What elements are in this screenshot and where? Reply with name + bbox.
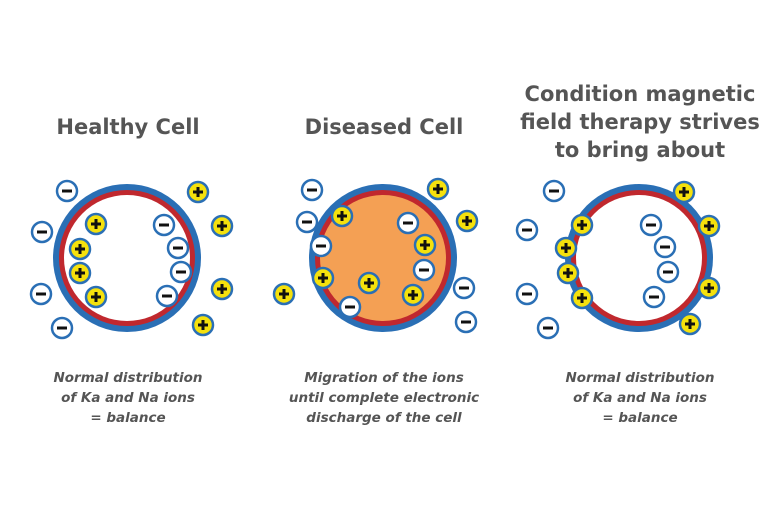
- negative-ion-icon: [169, 260, 193, 284]
- positive-ion-icon: [84, 212, 108, 236]
- negative-ion-icon: [412, 258, 436, 282]
- negative-ion-icon: [29, 282, 53, 306]
- positive-ion-icon: [68, 261, 92, 285]
- positive-ion-icon: [311, 266, 335, 290]
- caption-line: Normal distribution: [565, 370, 715, 386]
- positive-ion-icon: [210, 214, 234, 238]
- title-line: Condition magnetic: [524, 82, 756, 106]
- negative-ion-icon: [656, 260, 680, 284]
- negative-ion-icon: [542, 179, 566, 203]
- negative-ion-icon: [642, 285, 666, 309]
- positive-ion-icon: [426, 177, 450, 201]
- panel-title: Diseased Cell: [256, 113, 512, 141]
- positive-ion-icon: [556, 261, 580, 285]
- negative-ion-icon: [55, 179, 79, 203]
- negative-ion-icon: [152, 213, 176, 237]
- title-line: Diseased Cell: [304, 115, 464, 139]
- panel-caption: Migration of the ions until complete ele…: [256, 368, 512, 428]
- title-line: field therapy strives: [520, 110, 760, 134]
- cell-diagram: [29, 179, 234, 340]
- positive-ion-icon: [455, 209, 479, 233]
- positive-ion-icon: [697, 214, 721, 238]
- negative-ion-icon: [309, 234, 333, 258]
- positive-ion-icon: [697, 276, 721, 300]
- panel-therapy-cell: Condition magnetic field therapy strives…: [512, 0, 768, 512]
- negative-ion-icon: [536, 316, 560, 340]
- positive-ion-icon: [672, 180, 696, 204]
- positive-ion-icon: [357, 271, 381, 295]
- negative-ion-icon: [166, 236, 190, 260]
- cell-diagram: [515, 179, 721, 340]
- caption-line: = balance: [90, 410, 166, 426]
- positive-ion-icon: [570, 213, 594, 237]
- panel-caption: Normal distribution of Ka and Na ions = …: [0, 368, 256, 428]
- negative-ion-icon: [515, 218, 539, 242]
- caption-line: of Ka and Na ions: [61, 390, 195, 406]
- negative-ion-icon: [396, 211, 420, 235]
- caption-line: Migration of the ions: [304, 370, 464, 386]
- negative-ion-icon: [454, 310, 478, 334]
- panel-caption: Normal distribution of Ka and Na ions = …: [512, 368, 768, 428]
- negative-ion-icon: [50, 316, 74, 340]
- negative-ion-icon: [295, 210, 319, 234]
- positive-ion-icon: [678, 312, 702, 336]
- positive-ion-icon: [413, 233, 437, 257]
- negative-ion-icon: [653, 235, 677, 259]
- title-line: to bring about: [554, 138, 726, 162]
- negative-ion-icon: [452, 276, 476, 300]
- caption-line: = balance: [602, 410, 678, 426]
- positive-ion-icon: [570, 286, 594, 310]
- positive-ion-icon: [84, 285, 108, 309]
- cell-interior: [576, 195, 702, 321]
- panel-diseased-cell: Diseased Cell Migration of the ions unti…: [256, 0, 512, 512]
- cell-diagram: [272, 177, 479, 334]
- positive-ion-icon: [210, 277, 234, 301]
- positive-ion-icon: [330, 204, 354, 228]
- positive-ion-icon: [186, 180, 210, 204]
- caption-line: until complete electronic: [288, 390, 480, 406]
- panel-healthy-cell: Healthy Cell Normal distribution of Ka a…: [0, 0, 256, 512]
- positive-ion-icon: [191, 313, 215, 337]
- positive-ion-icon: [68, 237, 92, 261]
- negative-ion-icon: [639, 213, 663, 237]
- negative-ion-icon: [30, 220, 54, 244]
- negative-ion-icon: [338, 295, 362, 319]
- panel-title: Healthy Cell: [0, 113, 256, 141]
- title-line: Healthy Cell: [56, 115, 200, 139]
- positive-ion-icon: [554, 236, 578, 260]
- caption-line: discharge of the cell: [306, 410, 462, 426]
- positive-ion-icon: [272, 282, 296, 306]
- caption-line: Normal distribution: [53, 370, 203, 386]
- caption-line: of Ka and Na ions: [573, 390, 707, 406]
- negative-ion-icon: [155, 284, 179, 308]
- panel-title: Condition magnetic field therapy strives…: [512, 80, 768, 164]
- negative-ion-icon: [300, 178, 324, 202]
- negative-ion-icon: [515, 282, 539, 306]
- positive-ion-icon: [401, 283, 425, 307]
